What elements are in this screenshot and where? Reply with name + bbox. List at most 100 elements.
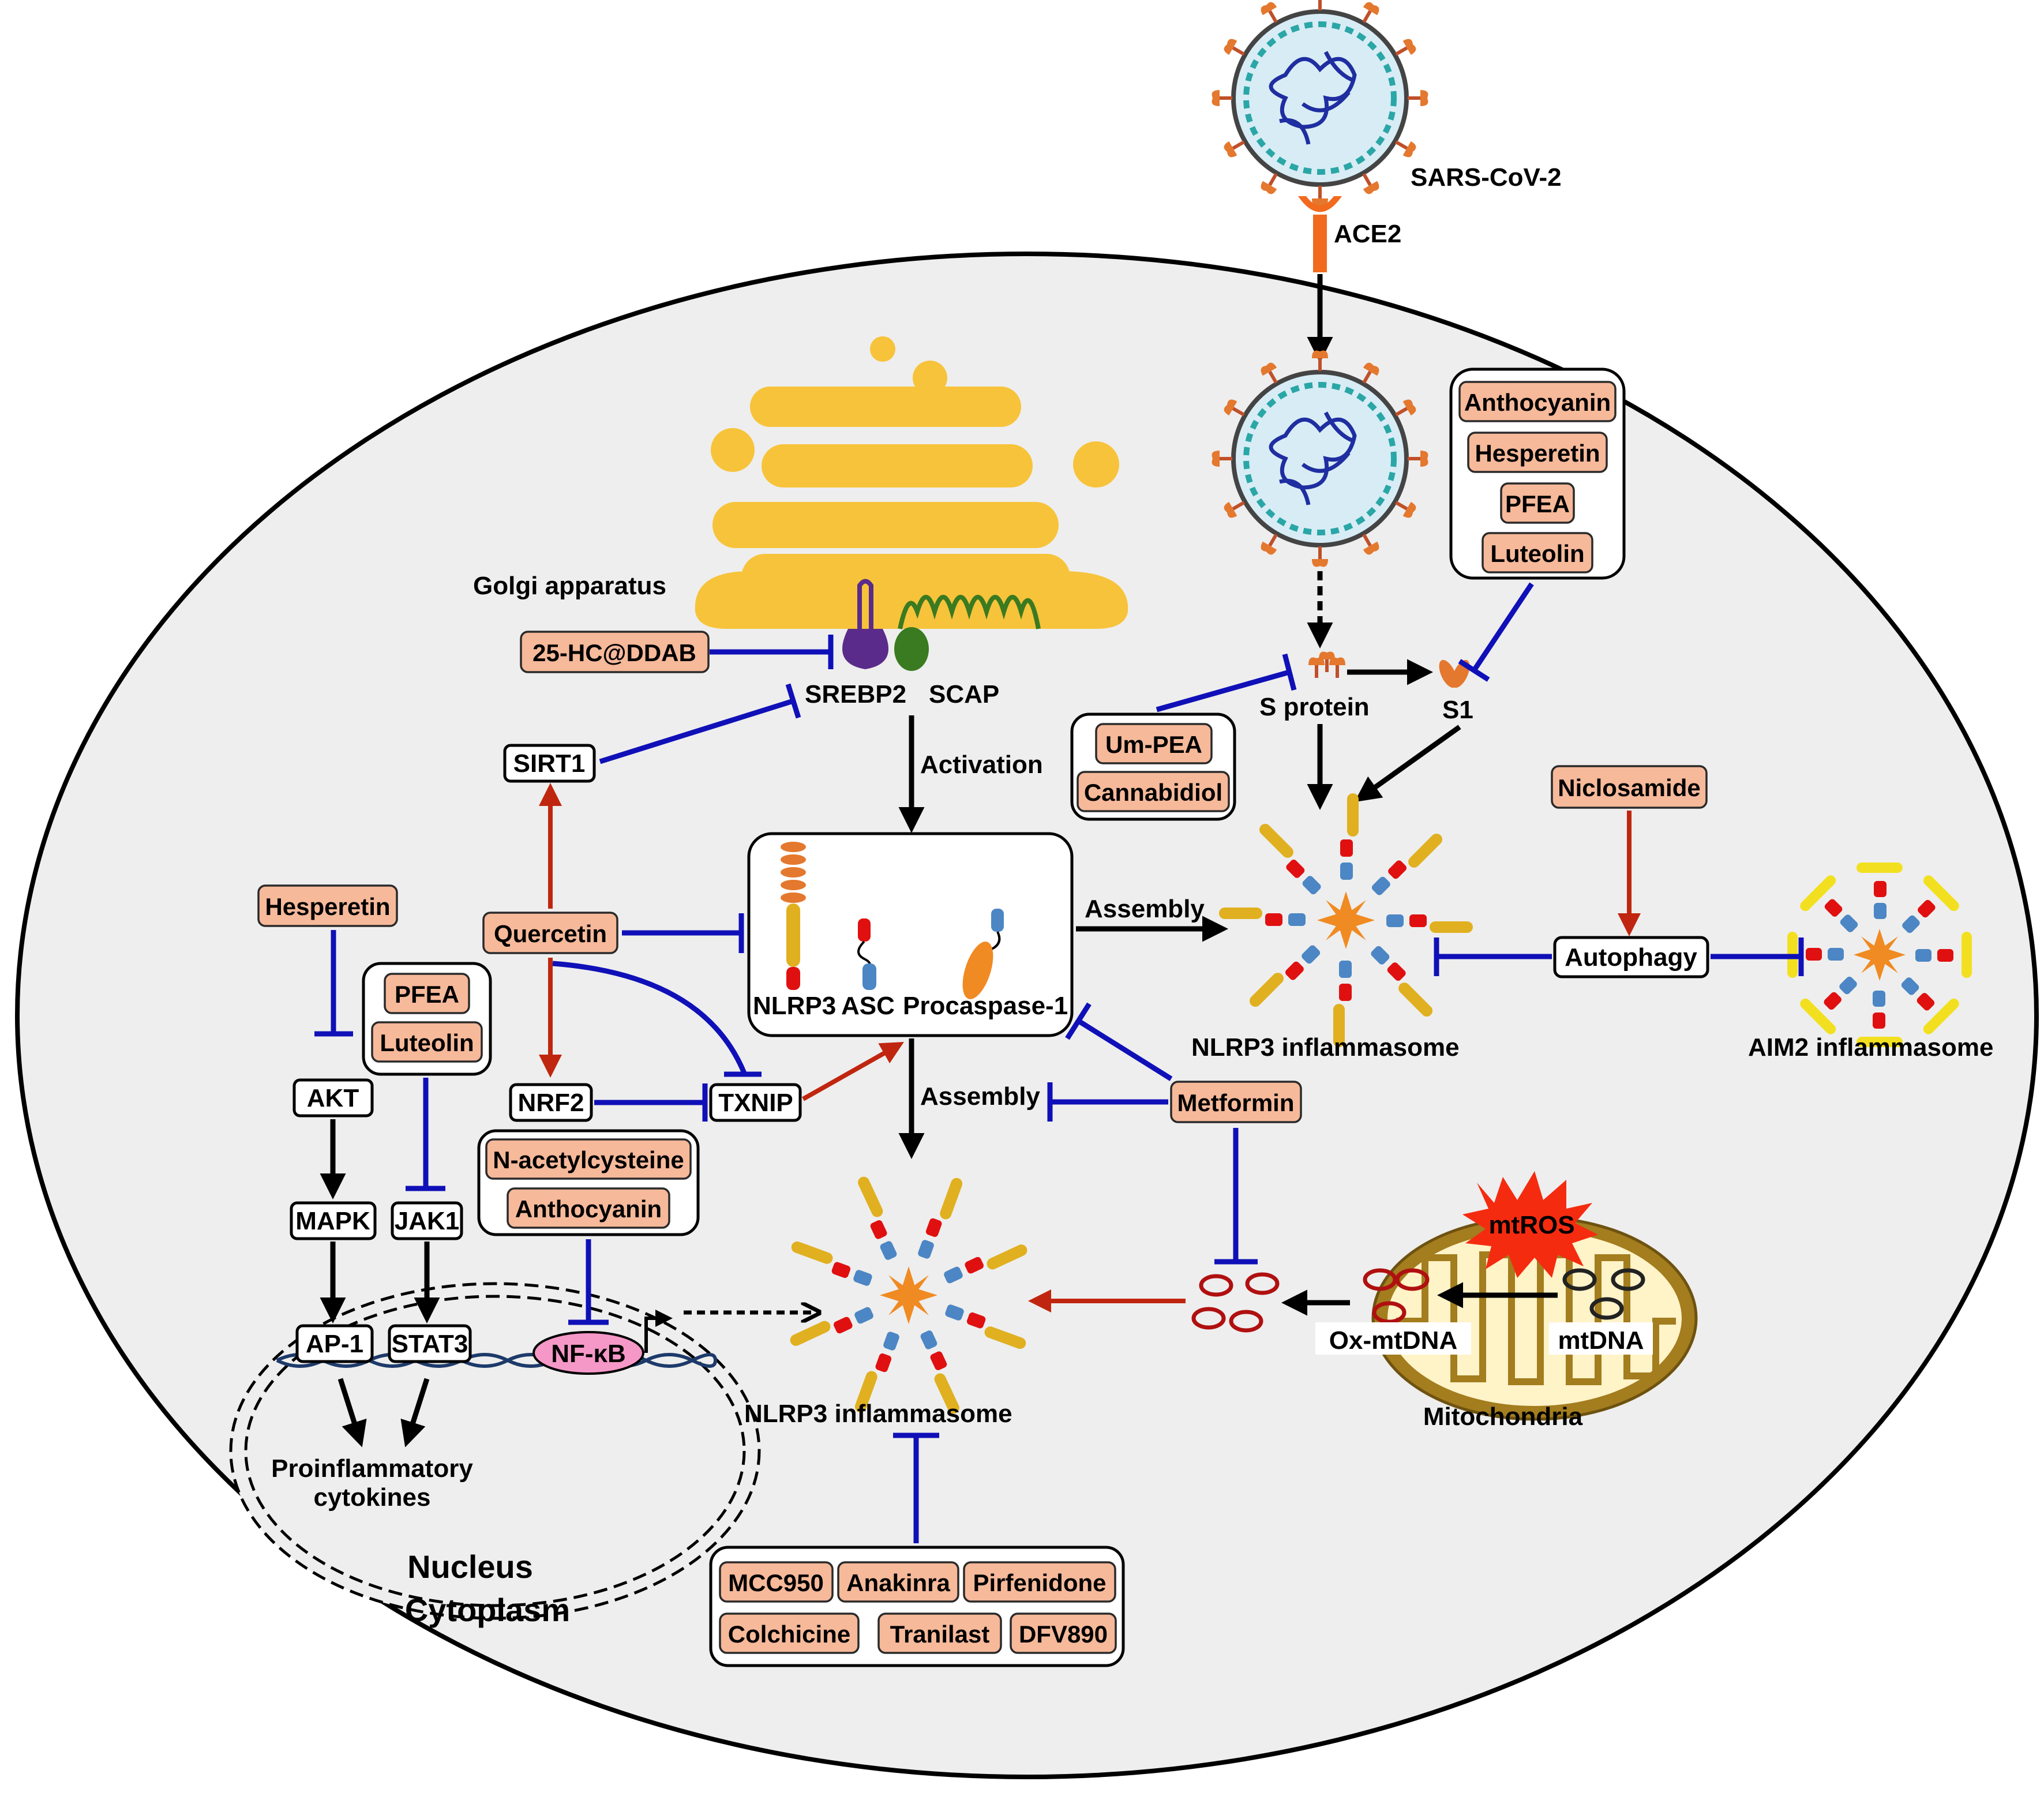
s-protein-label: S protein [1259, 693, 1370, 721]
svg-text:Pirfenidone: Pirfenidone [973, 1569, 1106, 1596]
node-txnip: TXNIP [709, 1083, 802, 1122]
svg-text:Hesperetin: Hesperetin [265, 893, 390, 920]
procaspase1-label: Procaspase-1 [903, 992, 1068, 1020]
svg-text:Cannabidiol: Cannabidiol [1084, 779, 1222, 806]
svg-text:AKT: AKT [307, 1084, 359, 1112]
arrow-stat3-cytokines [400, 1378, 430, 1447]
golgi-apparatus [695, 336, 1128, 629]
asc-label: ASC [841, 992, 895, 1020]
arrow-s1-to-inflammasome [1354, 725, 1461, 802]
ace2-receptor [1298, 196, 1342, 272]
node-nfkb: NF-κB [532, 1331, 644, 1375]
svg-text:Quercetin: Quercetin [494, 920, 607, 947]
inhibit-quercetin-txnip [552, 961, 747, 1074]
node-jak1: JAK1 [391, 1201, 463, 1240]
nlrp3-inhibitor-group: MCC950 Anakinra Pirfenidone Colchicine T… [709, 1546, 1125, 1667]
svg-text:Colchicine: Colchicine [728, 1621, 850, 1648]
svg-text:Luteolin: Luteolin [380, 1029, 474, 1056]
oxmtdna-label-bg [1315, 1322, 1471, 1355]
cytokines-label-line2: cytokines [314, 1483, 431, 1512]
nucleus-label: Nucleus [407, 1548, 533, 1585]
drug-quercetin: Quercetin [482, 912, 618, 954]
svg-text:Anthocyanin: Anthocyanin [515, 1195, 662, 1222]
svg-text:SIRT1: SIRT1 [513, 749, 586, 778]
svg-text:N-acetylcysteine: N-acetylcysteine [493, 1146, 684, 1173]
node-akt: AKT [292, 1078, 374, 1118]
drug-niclosamide: Niclosamide [1551, 765, 1708, 809]
transcription-start [644, 1310, 673, 1353]
aim2-inflammasome-label: AIM2 inflammasome [1748, 1033, 1993, 1062]
svg-text:Um-PEA: Um-PEA [1105, 731, 1202, 758]
svg-text:PFEA: PFEA [1505, 490, 1570, 518]
mtdna-internal [1562, 1268, 1645, 1320]
svg-text:Tranilast: Tranilast [890, 1621, 990, 1648]
svg-text:STAT3: STAT3 [392, 1330, 468, 1358]
assembly-label-top: Assembly [1085, 895, 1205, 923]
mtros-label: mtROS [1488, 1211, 1574, 1239]
svg-text:JAK1: JAK1 [395, 1207, 460, 1235]
nlrp3-label: NLRP3 [753, 992, 836, 1020]
svg-text:NF-κB: NF-κB [551, 1340, 626, 1368]
inhibit-spike-group-bar [1282, 653, 1297, 691]
node-sirt1: SIRT1 [503, 744, 596, 783]
arrow-ap1-cytokines [337, 1378, 367, 1447]
inhibit-metformin-components [1077, 1019, 1173, 1081]
scap-label: SCAP [929, 680, 999, 708]
svg-text:MCC950: MCC950 [728, 1569, 824, 1596]
jak-inhibitor-group: PFEA Luteolin [362, 962, 492, 1076]
svg-text:Luteolin: Luteolin [1490, 540, 1584, 567]
mtros-burst [1462, 1171, 1598, 1278]
svg-text:PFEA: PFEA [395, 981, 459, 1008]
sars-cov-2-virion [1212, 0, 1428, 207]
mtdna-label-bg [1549, 1322, 1653, 1355]
inflammasome-components-box [747, 832, 1074, 1037]
nfkb-inhibitor-group: N-acetylcysteine Anthocyanin [477, 1129, 700, 1236]
drug-hesperetin-left: Hesperetin [257, 884, 398, 927]
svg-text:NRF2: NRF2 [518, 1089, 584, 1117]
virus-inhibitor-group: Anthocyanin Hesperetin PFEA Luteolin [1449, 367, 1626, 580]
drug-25-hc-ddab: 25-HC@DDAB [520, 631, 710, 673]
node-stat3: STAT3 [388, 1324, 472, 1363]
inhibit-group-s1 [1472, 582, 1534, 672]
nlrp3-inflammasome-right-label: NLRP3 inflammasome [1191, 1033, 1460, 1062]
nlrp3-inflammasome-bottom [790, 1176, 1027, 1414]
svg-text:25-HC@DDAB: 25-HC@DDAB [532, 639, 696, 666]
svg-text:Autophagy: Autophagy [1565, 943, 1697, 972]
released-ox-mtdna [1191, 1272, 1280, 1333]
sars-cov-2-label: SARS-CoV-2 [1411, 163, 1562, 192]
svg-text:AP-1: AP-1 [306, 1330, 363, 1358]
activation-label: Activation [920, 751, 1043, 779]
nlrp3-inflammasome-bottom-label: NLRP3 inflammasome [744, 1400, 1012, 1428]
internalized-virion [1212, 351, 1428, 567]
aim2-inflammasome [1787, 862, 1972, 1047]
inhibit-spike-group [1156, 669, 1291, 712]
cytokines-label-line1: Proinflammatory [271, 1454, 473, 1483]
mtdna-label: mtDNA [1558, 1326, 1644, 1355]
inhibit-group-s1-bar [1458, 659, 1490, 682]
srebp2-label: SREBP2 [805, 680, 906, 708]
svg-text:Anthocyanin: Anthocyanin [1464, 389, 1611, 416]
svg-text:Hesperetin: Hesperetin [1475, 440, 1600, 467]
mitochondria-label: Mitochondria [1423, 1402, 1583, 1431]
inhibit-metformin-components-bar [1065, 1002, 1092, 1040]
svg-text:Anakinra: Anakinra [846, 1569, 950, 1596]
svg-text:TXNIP: TXNIP [718, 1089, 793, 1117]
ace2-label: ACE2 [1334, 220, 1401, 248]
node-autophagy: Autophagy [1553, 936, 1709, 978]
cytoplasm-label: Cytoplasm [405, 1592, 570, 1628]
node-mapk: MAPK [290, 1201, 377, 1240]
inhibit-sirt1-srebp2 [599, 698, 794, 764]
svg-text:Niclosamide: Niclosamide [1558, 774, 1700, 801]
assembly-label-mid: Assembly [920, 1082, 1040, 1111]
svg-text:Metformin: Metformin [1177, 1089, 1295, 1116]
svg-text:MAPK: MAPK [295, 1207, 370, 1235]
arrow-txnip-components [802, 1042, 904, 1101]
ox-mtdna-internal [1363, 1268, 1430, 1324]
drug-metformin: Metformin [1170, 1081, 1302, 1123]
srebp2-scap-complex [842, 579, 1041, 671]
svg-text:DFV890: DFV890 [1019, 1621, 1108, 1648]
spike-inhibitor-group: Um-PEA Cannabidiol [1070, 712, 1236, 821]
mitochondrion [1371, 1216, 1698, 1421]
golgi-label: Golgi apparatus [473, 572, 666, 600]
